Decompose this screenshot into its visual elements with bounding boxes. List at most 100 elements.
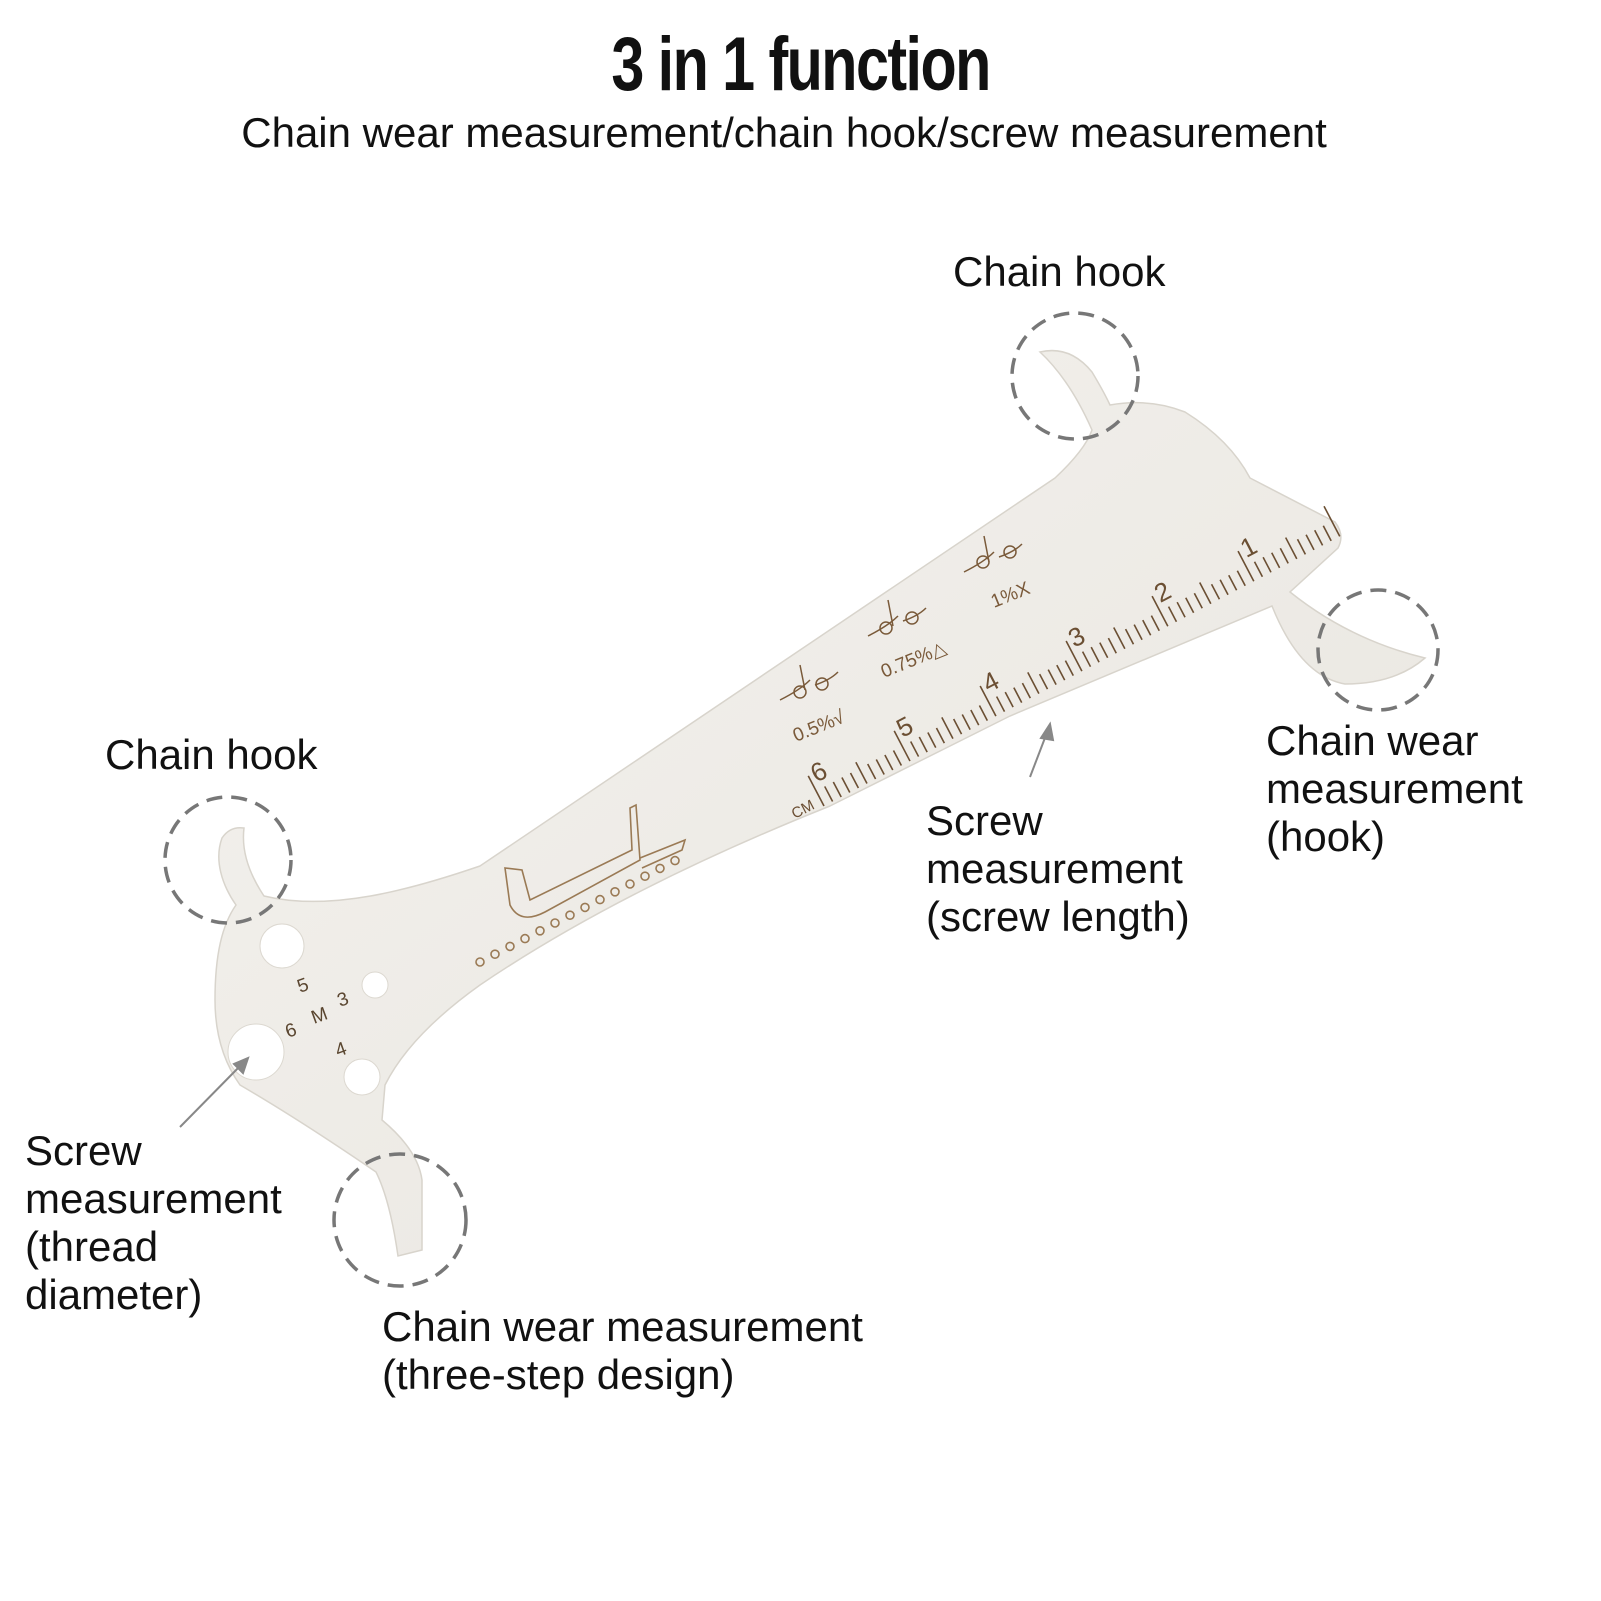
ruler-tick	[1124, 628, 1135, 645]
title-text: 3 in 1 function	[611, 22, 991, 107]
ruler-tick	[892, 750, 903, 766]
ruler-tick	[1313, 529, 1324, 546]
page-title: 3 in 1 function	[0, 22, 1601, 108]
callout-circle-top-hook	[1010, 311, 1140, 441]
ruler-tick	[1151, 595, 1169, 627]
label-line: measurement	[926, 845, 1183, 892]
ruler-tick	[893, 730, 911, 762]
ruler-tick	[927, 732, 937, 748]
ruler-tick	[807, 775, 825, 807]
chain-link	[625, 879, 635, 889]
ruler-tick	[1090, 646, 1100, 663]
ruler-tick	[1210, 583, 1221, 600]
callout-circle-three-step	[332, 1152, 468, 1288]
ruler-tick	[841, 777, 851, 793]
ruler-tick	[970, 709, 980, 726]
ruler-tick	[935, 727, 946, 744]
page-subtitle: Chain wear measurement/chain hook/screw …	[241, 109, 1327, 156]
chain-link	[475, 957, 485, 967]
callout-circle-right-hook	[1316, 588, 1440, 712]
ruler-tick	[1038, 673, 1049, 690]
ruler-tick	[995, 696, 1006, 712]
ruler-tick	[1198, 582, 1212, 605]
ruler-tick	[1047, 669, 1057, 686]
ruler-tick	[1284, 537, 1298, 560]
label-line: (thread	[25, 1223, 159, 1270]
label-line: measurement	[25, 1175, 282, 1222]
ruler-tick	[1113, 627, 1126, 650]
thread-label-m: M	[309, 1004, 331, 1029]
ruler-tick	[824, 786, 834, 802]
ruler-tick	[1323, 505, 1341, 537]
chain-link	[505, 941, 515, 952]
ruler-tick	[979, 685, 997, 717]
thread-hole-3	[361, 971, 389, 999]
label-line: diameter)	[25, 1271, 203, 1318]
label-line: (hook)	[1266, 813, 1386, 860]
chain-link	[520, 933, 530, 944]
chain-link	[670, 855, 680, 866]
label-screw-length: Screw measurement (screw length)	[926, 797, 1190, 941]
arrow-head-icon	[1039, 721, 1055, 742]
chain-link	[595, 894, 605, 905]
label-chain-hook-top: Chain hook	[953, 248, 1166, 295]
ruler-tick	[1296, 538, 1307, 555]
ruler-tick	[1219, 579, 1229, 596]
chain-link	[490, 949, 500, 960]
ruler-tick	[1253, 561, 1264, 578]
ruler-tick	[1004, 691, 1014, 708]
thread-hole-4	[343, 1058, 381, 1096]
ruler-tick	[1167, 606, 1178, 623]
ruler-tick	[1021, 682, 1032, 699]
ruler-tick	[1237, 550, 1255, 582]
ruler-tick	[849, 772, 860, 789]
ruler-tick	[978, 705, 989, 721]
ruler-tick	[909, 741, 920, 757]
label-thread-diameter: Screw measurement (thread diameter)	[25, 1127, 282, 1319]
ruler-tick	[1271, 552, 1281, 569]
ruler-tick	[1065, 640, 1083, 672]
label-three-step: Chain wear measurement (three-step desig…	[382, 1303, 863, 1399]
ruler-tick	[1262, 556, 1272, 573]
ruler-tick	[866, 763, 877, 780]
ruler-tick	[1099, 642, 1109, 659]
label-line: Screw	[926, 797, 1043, 844]
ruler-tick	[1305, 534, 1315, 551]
tool-body	[214, 349, 1427, 1257]
label-line: measurement	[1266, 765, 1523, 812]
ruler-tick	[1027, 672, 1040, 695]
label-line: Chain wear measurement	[382, 1303, 863, 1350]
chain-link	[655, 863, 665, 874]
chain-link	[580, 902, 590, 913]
label-line: Screw	[25, 1127, 142, 1174]
ruler-tick	[1236, 570, 1246, 587]
label-line: (screw length)	[926, 893, 1190, 940]
ruler-tick	[1133, 624, 1143, 641]
ruler-tick	[941, 716, 954, 739]
ruler-tick	[1150, 615, 1160, 632]
ruler-tick	[1279, 547, 1289, 564]
chain-link	[640, 871, 650, 882]
ruler-tick	[1193, 592, 1203, 609]
ruler-tick	[918, 736, 928, 753]
ruler-tick	[1185, 597, 1195, 614]
chain-link	[565, 910, 575, 921]
ruler-tick	[1081, 651, 1092, 668]
chain-link	[535, 925, 545, 936]
ruler-tick	[884, 754, 894, 771]
ruler-tick	[855, 761, 868, 784]
ruler-tick	[952, 718, 963, 735]
ruler-tick	[1228, 574, 1238, 591]
ruler-tick	[1322, 525, 1332, 542]
arrow-head-icon	[232, 1056, 250, 1075]
label-line: Chain wear	[1266, 717, 1479, 764]
label-line: (three-step design)	[382, 1351, 735, 1398]
ruler-tick	[832, 781, 842, 798]
ruler-tick	[1142, 619, 1152, 636]
label-chain-wear-hook: Chain wear measurement (hook)	[1266, 717, 1523, 861]
ruler-tick	[1107, 637, 1117, 654]
ruler-tick	[875, 759, 885, 775]
callout-circle-left-hook	[163, 795, 293, 925]
ruler-tick	[1013, 687, 1023, 704]
